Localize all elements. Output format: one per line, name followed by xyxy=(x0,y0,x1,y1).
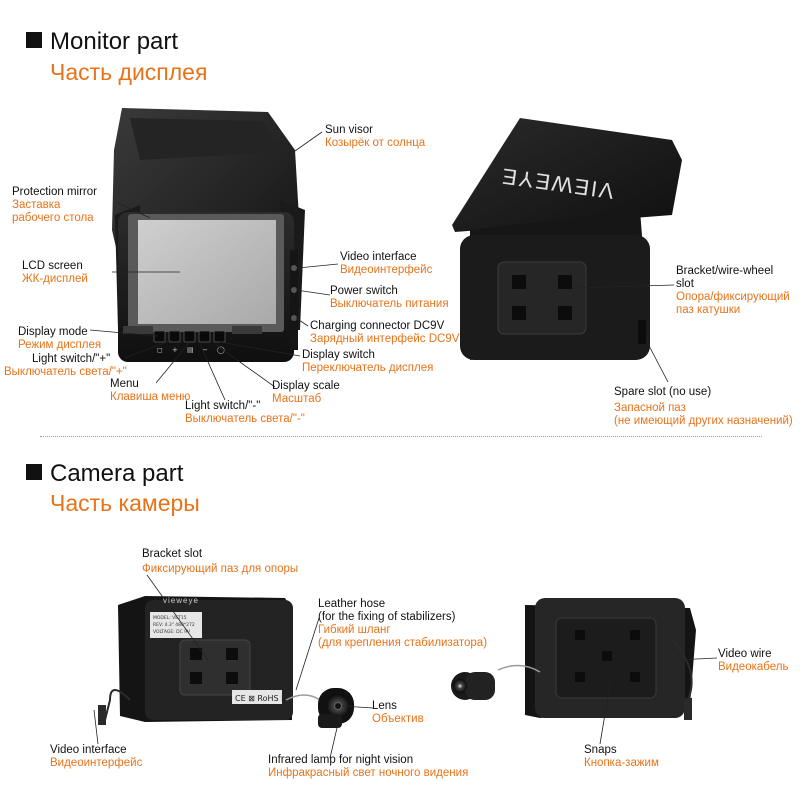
label-video-interface-camera: Video interface Видеоинтерфейс xyxy=(50,744,143,769)
svg-text:◻: ◻ xyxy=(157,346,163,354)
section-subtitle-camera: Часть камеры xyxy=(50,490,200,516)
section-divider xyxy=(40,436,762,437)
label-light-switch-minus: Light switch/"-" Выключатель света/"-" xyxy=(185,400,305,425)
label-display-scale: Display scale Масштаб xyxy=(272,380,340,405)
square-bullet-icon xyxy=(26,32,42,48)
sticker-line1: MODEL: VET15 xyxy=(153,615,187,621)
label-video-interface-monitor: Video interface Видеоинтерфейс xyxy=(340,251,433,276)
section-subtitle-monitor: Часть дисплея xyxy=(50,59,208,85)
label-protection-mirror: Protection mirror Заставка рабочего стол… xyxy=(12,186,97,224)
sticker-line2: REV: 4.3" 480*272 xyxy=(153,622,195,628)
camera-lens xyxy=(318,688,354,728)
certification-marks: CE ⊠ RoHS FC xyxy=(235,694,292,703)
svg-text:▤: ▤ xyxy=(187,346,194,354)
label-lcd-screen: LCD screen ЖК-дисплей xyxy=(22,260,88,285)
square-bullet-icon xyxy=(26,464,42,480)
label-charging-connector: Charging connector DC9V Зарядный интерфе… xyxy=(310,320,460,345)
label-bracket-wire-wheel-slot: Bracket/wire-wheel slot Опора/фиксирующи… xyxy=(676,265,790,316)
label-bracket-slot: Bracket slot Фиксирующий паз для опоры xyxy=(142,548,299,575)
section-title-monitor: Monitor part xyxy=(26,28,178,56)
svg-text:+: + xyxy=(172,346,178,354)
camera-head xyxy=(451,672,495,700)
label-snaps: Snaps Кнопка-зажим xyxy=(584,744,659,769)
svg-text:◯: ◯ xyxy=(217,346,225,354)
label-video-wire: Video wire Видеокабель xyxy=(718,648,789,673)
label-infrared-lamp: Infrared lamp for night vision Инфракрас… xyxy=(268,754,469,779)
leader-lines xyxy=(89,131,718,759)
label-light-switch-plus: Light switch/"+" Выключатель света/"+" xyxy=(4,353,127,378)
label-menu: Menu Клавиша меню xyxy=(110,378,191,403)
monitor-back xyxy=(452,118,682,360)
label-spare-slot: Spare slot (no use) Запасной паз (не име… xyxy=(614,386,793,427)
label-sun-visor: Sun visor Козырёк от солнца xyxy=(325,124,426,149)
label-power-switch: Power switch Выключатель питания xyxy=(330,285,449,310)
monitor-front: ◻ + ▤− ◯ xyxy=(112,108,305,362)
section-title-camera: Camera part xyxy=(26,460,183,488)
camera-box-left: MODEL: VET15 REV: 4.3" 480*272 VOLTAGE: … xyxy=(98,596,321,725)
sticker-line3: VOLTAGE: DC 9V xyxy=(153,629,191,635)
brand-logo-camera: vieweye xyxy=(163,596,199,605)
svg-text:−: − xyxy=(202,346,208,354)
label-display-switch: Display switch Переключатель дисплея xyxy=(302,349,434,374)
label-leather-hose: Leather hose (for the fixing of stabiliz… xyxy=(318,598,488,649)
label-display-mode: Display mode Режим дисплея xyxy=(18,326,102,351)
camera-box-right xyxy=(497,598,696,720)
label-lens: Lens Объектив xyxy=(372,700,424,725)
